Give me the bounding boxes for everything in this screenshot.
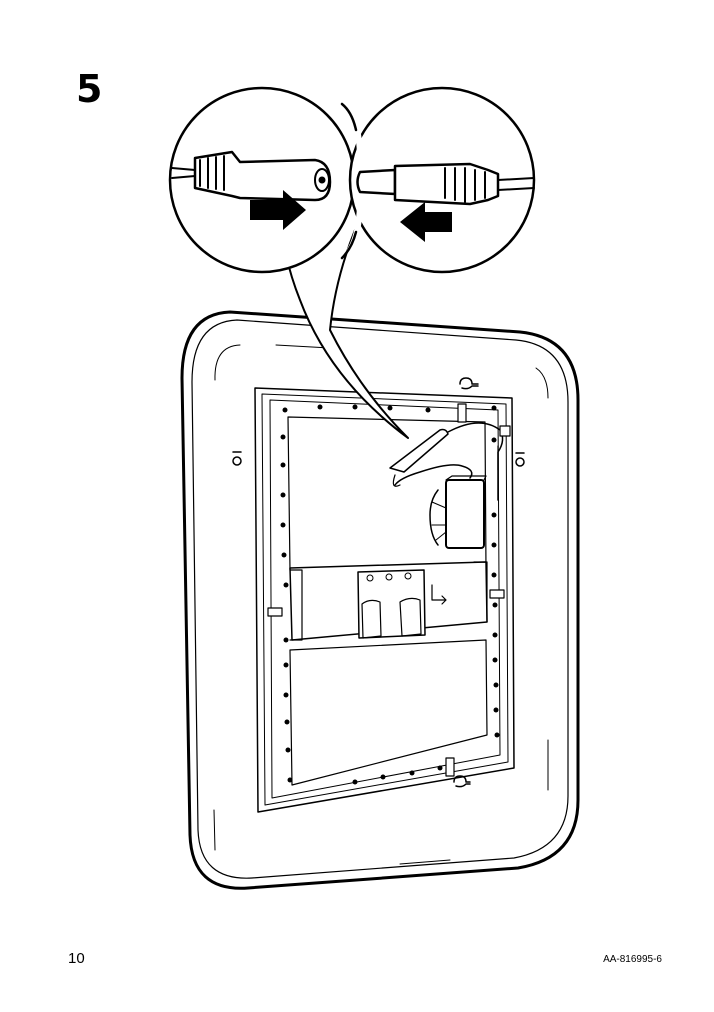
mirror-frame-back-icon [180, 310, 580, 890]
arrow-left-icon [400, 202, 452, 242]
power-adapter-icon [389, 422, 511, 549]
document-code: AA-816995-6 [603, 954, 662, 965]
page-number: 10 [68, 950, 85, 967]
step-number: 5 [76, 67, 103, 111]
keyhole-hanger-icon [232, 377, 525, 788]
arrow-right-icon [250, 190, 306, 230]
connector-female-icon [171, 150, 332, 202]
connector-male-icon [356, 162, 535, 206]
